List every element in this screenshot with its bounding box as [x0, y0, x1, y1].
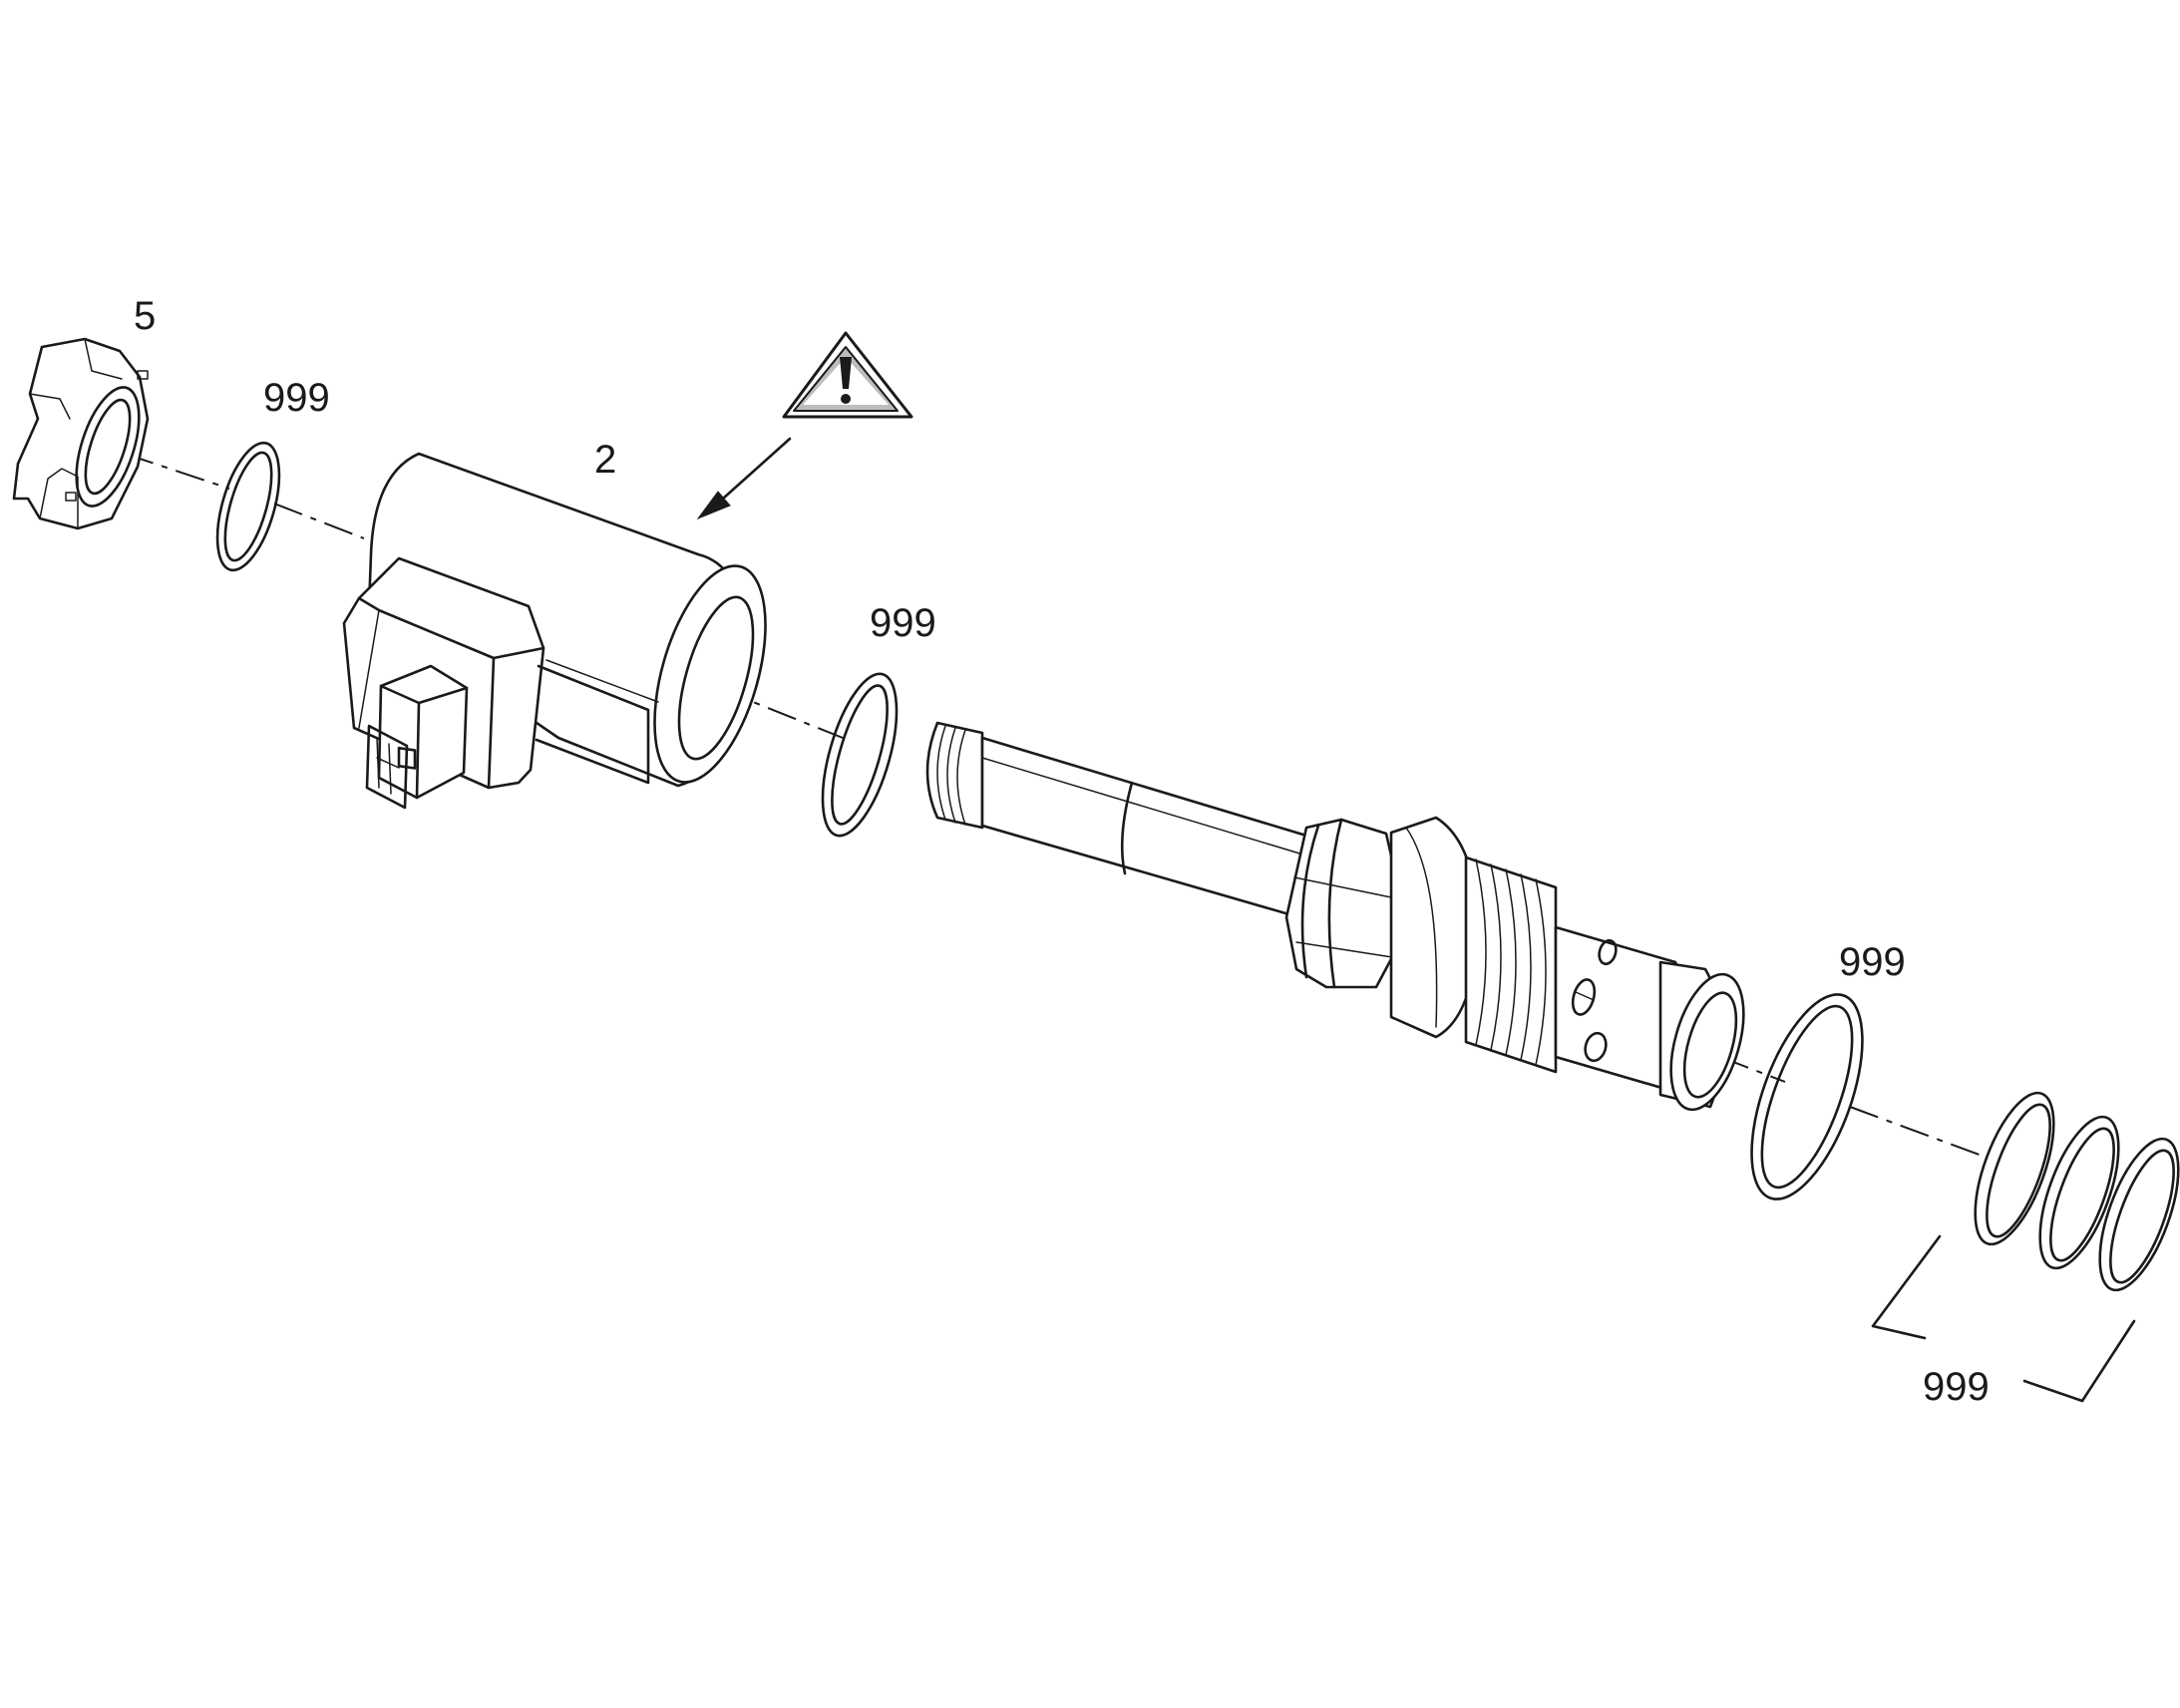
callout-seal-coil: 999 — [870, 601, 936, 645]
callout-seal-nut: 999 — [263, 376, 330, 420]
o-ring-body-side — [1750, 993, 1864, 1200]
callout-seal-kit: 999 — [1923, 1365, 1990, 1409]
solenoid-coil-part — [342, 452, 767, 810]
cartridge-valve-part — [925, 721, 1745, 1112]
o-ring-coil-side — [821, 672, 899, 838]
o-ring-nut-side — [215, 441, 281, 572]
seal-kit-bracket — [1871, 1234, 2136, 1403]
knurled-nut-part — [12, 337, 150, 530]
warning-triangle-icon — [782, 331, 913, 419]
warning-leader-arrow — [696, 437, 792, 520]
callout-seal-body: 999 — [1839, 940, 1906, 984]
callout-nut: 5 — [134, 294, 156, 338]
callout-coil: 2 — [594, 438, 616, 482]
seal-kit-rings — [1974, 1091, 2180, 1292]
